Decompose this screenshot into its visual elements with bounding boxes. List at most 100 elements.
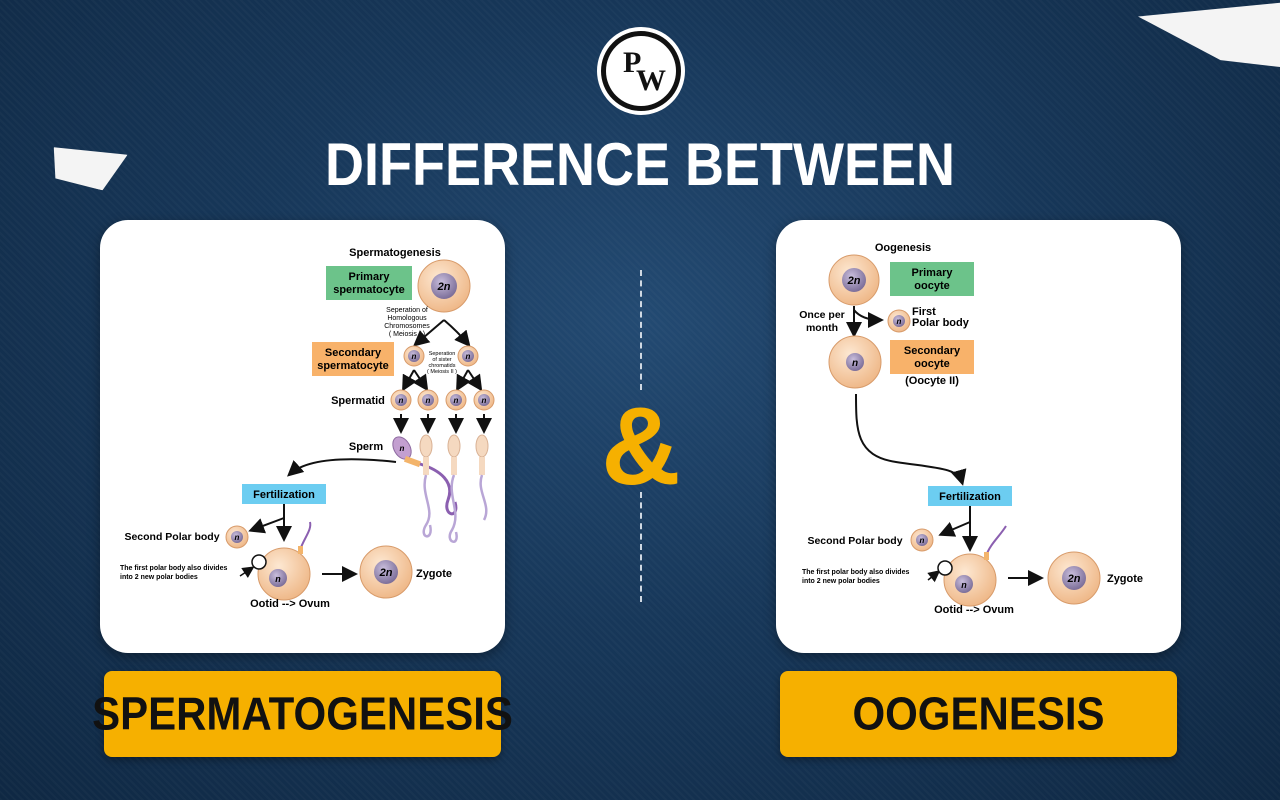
svg-text:n: n	[399, 396, 404, 405]
fertilization-box	[242, 484, 326, 504]
svg-text:n: n	[235, 533, 240, 542]
spermatogenesis-label: SPERMATOGENESIS	[92, 671, 513, 757]
diagram-title: Spermatogenesis	[349, 247, 441, 259]
first-polar-body: n	[887, 309, 911, 333]
svg-text:n: n	[852, 358, 858, 369]
oogenesis-label-text: OOGENESIS	[852, 687, 1105, 740]
secondary-spermatocyte-box	[312, 342, 394, 376]
svg-text:2n: 2n	[1067, 573, 1081, 585]
svg-text:n: n	[426, 396, 431, 405]
svg-text:n: n	[275, 574, 281, 584]
primary-nucleus	[431, 273, 457, 299]
first-polar-label-line2: Polar body	[912, 317, 970, 329]
first-polar-label-line1: First	[912, 306, 936, 318]
meiosis2-note-3: chromatids	[429, 363, 456, 369]
svg-text:2n: 2n	[847, 275, 861, 287]
meiosis2-note-4: ( Meiosis II )	[427, 369, 457, 375]
arrow-to-second-polar	[248, 517, 285, 534]
zygote-label: Zygote	[1107, 573, 1143, 585]
second-polar-label: Second Polar body	[124, 531, 219, 543]
first-polar-note-1: The first polar body also divides	[120, 565, 227, 572]
sperm-cell	[447, 434, 461, 543]
spermatogenesis-diagram-card: Spermatogenesis Primary spermatocyte 2n …	[100, 220, 505, 653]
meiosis1-note-1: Seperation of	[386, 307, 428, 314]
oocyte2-label: (Oocyte II)	[905, 375, 959, 387]
arrow-meiosis1-right	[443, 319, 471, 348]
primary-spermatocyte-box	[326, 266, 412, 300]
svg-text:n: n	[482, 396, 487, 405]
secondary-nucleus	[408, 350, 420, 362]
primary-oocyte-box	[890, 262, 974, 296]
fertilization-label: Fertilization	[939, 491, 1001, 503]
svg-text:n: n	[961, 580, 967, 590]
spermatid-cell: n	[445, 389, 467, 411]
center-divider	[640, 270, 642, 390]
logo-letter-p: P	[623, 46, 642, 79]
arrow-meiosis2	[402, 369, 417, 392]
arrow-first-polar	[239, 566, 255, 578]
second-polar-body: n	[225, 525, 249, 549]
oogenesis-diagram: Oogenesis 2n Primary oocyte Once per mon…	[799, 242, 1143, 616]
ootid-label: Ootid --> Ovum	[934, 604, 1014, 616]
page-title: DIFFERENCE BETWEEN	[324, 131, 956, 199]
secondary-label-line2: spermatocyte	[317, 360, 389, 372]
second-polar-body: n	[910, 528, 934, 552]
center-divider	[640, 492, 642, 602]
zygote-cell: 2n	[1047, 551, 1101, 605]
meiosis2-note-2: of sister	[432, 357, 451, 363]
spermatogenesis-diagram: Spermatogenesis Primary spermatocyte 2n …	[120, 247, 495, 610]
primary-oocyte: 2n	[828, 254, 880, 306]
first-polar-note-2: into 2 new polar bodies	[802, 578, 880, 585]
secondary-oocyte-box	[890, 340, 974, 374]
fertilization-label: Fertilization	[253, 489, 315, 501]
spermatid-cell: n	[390, 389, 412, 411]
ampersand: &	[601, 385, 681, 508]
secondary-ploidy: n	[466, 352, 471, 361]
spermatid-label: Spermatid	[331, 395, 385, 407]
secondary-label-line1: Secondary	[325, 347, 382, 359]
pw-logo-mark: P W	[606, 36, 676, 106]
arrow-to-fertilization	[287, 458, 397, 477]
arrow-meiosis2	[466, 369, 483, 392]
primary-label-line2: spermatocyte	[333, 284, 405, 296]
paper-scrap-decoration	[1138, 2, 1280, 68]
meiosis1-note-3: Chromosomes	[384, 323, 430, 330]
fertilization-box	[928, 486, 1012, 506]
meiosis1-note-4: ( Meiosis I )	[389, 331, 425, 338]
secondary-label-line1: Secondary	[904, 345, 961, 357]
pw-logo: P W	[597, 27, 685, 115]
arrow-to-fertilization	[855, 393, 967, 486]
svg-text:n: n	[454, 396, 459, 405]
svg-text:n: n	[920, 536, 925, 545]
first-polar-note-1: The first polar body also divides	[802, 569, 909, 576]
diagram-title: Oogenesis	[875, 242, 931, 254]
secondary-ploidy: n	[412, 352, 417, 361]
arrow-meiosis2	[412, 369, 429, 392]
meiosis2-note-1: Seperation	[429, 351, 456, 357]
secondary-nucleus	[462, 350, 474, 362]
spermatid-cell: n	[473, 389, 495, 411]
primary-label-line1: Primary	[349, 271, 391, 283]
arrow-meiosis2	[456, 369, 471, 392]
meiosis1-note-2: Homologous	[387, 315, 427, 322]
sperm-label: Sperm	[349, 441, 383, 453]
first-polar-note-2: into 2 new polar bodies	[120, 574, 198, 581]
arrow-to-second-polar	[938, 521, 971, 537]
svg-text:2n: 2n	[379, 567, 393, 579]
once-label-line2: month	[806, 322, 838, 334]
svg-text:n: n	[400, 444, 405, 453]
svg-text:n: n	[897, 317, 902, 326]
logo-letter-w: W	[636, 64, 666, 97]
secondary-oocyte: n	[828, 335, 882, 389]
ootid-label: Ootid --> Ovum	[250, 598, 330, 610]
sperm-cell	[419, 434, 433, 538]
primary-label-line2: oocyte	[914, 280, 949, 292]
arrow-first-polar-divides	[927, 570, 941, 583]
ootid-cell: n	[251, 521, 312, 601]
second-polar-label: Second Polar body	[807, 535, 902, 547]
secondary-label-line2: oocyte	[914, 358, 949, 370]
zygote-label: Zygote	[416, 568, 452, 580]
zygote-cell: 2n	[359, 545, 413, 599]
primary-label-line1: Primary	[912, 267, 954, 279]
